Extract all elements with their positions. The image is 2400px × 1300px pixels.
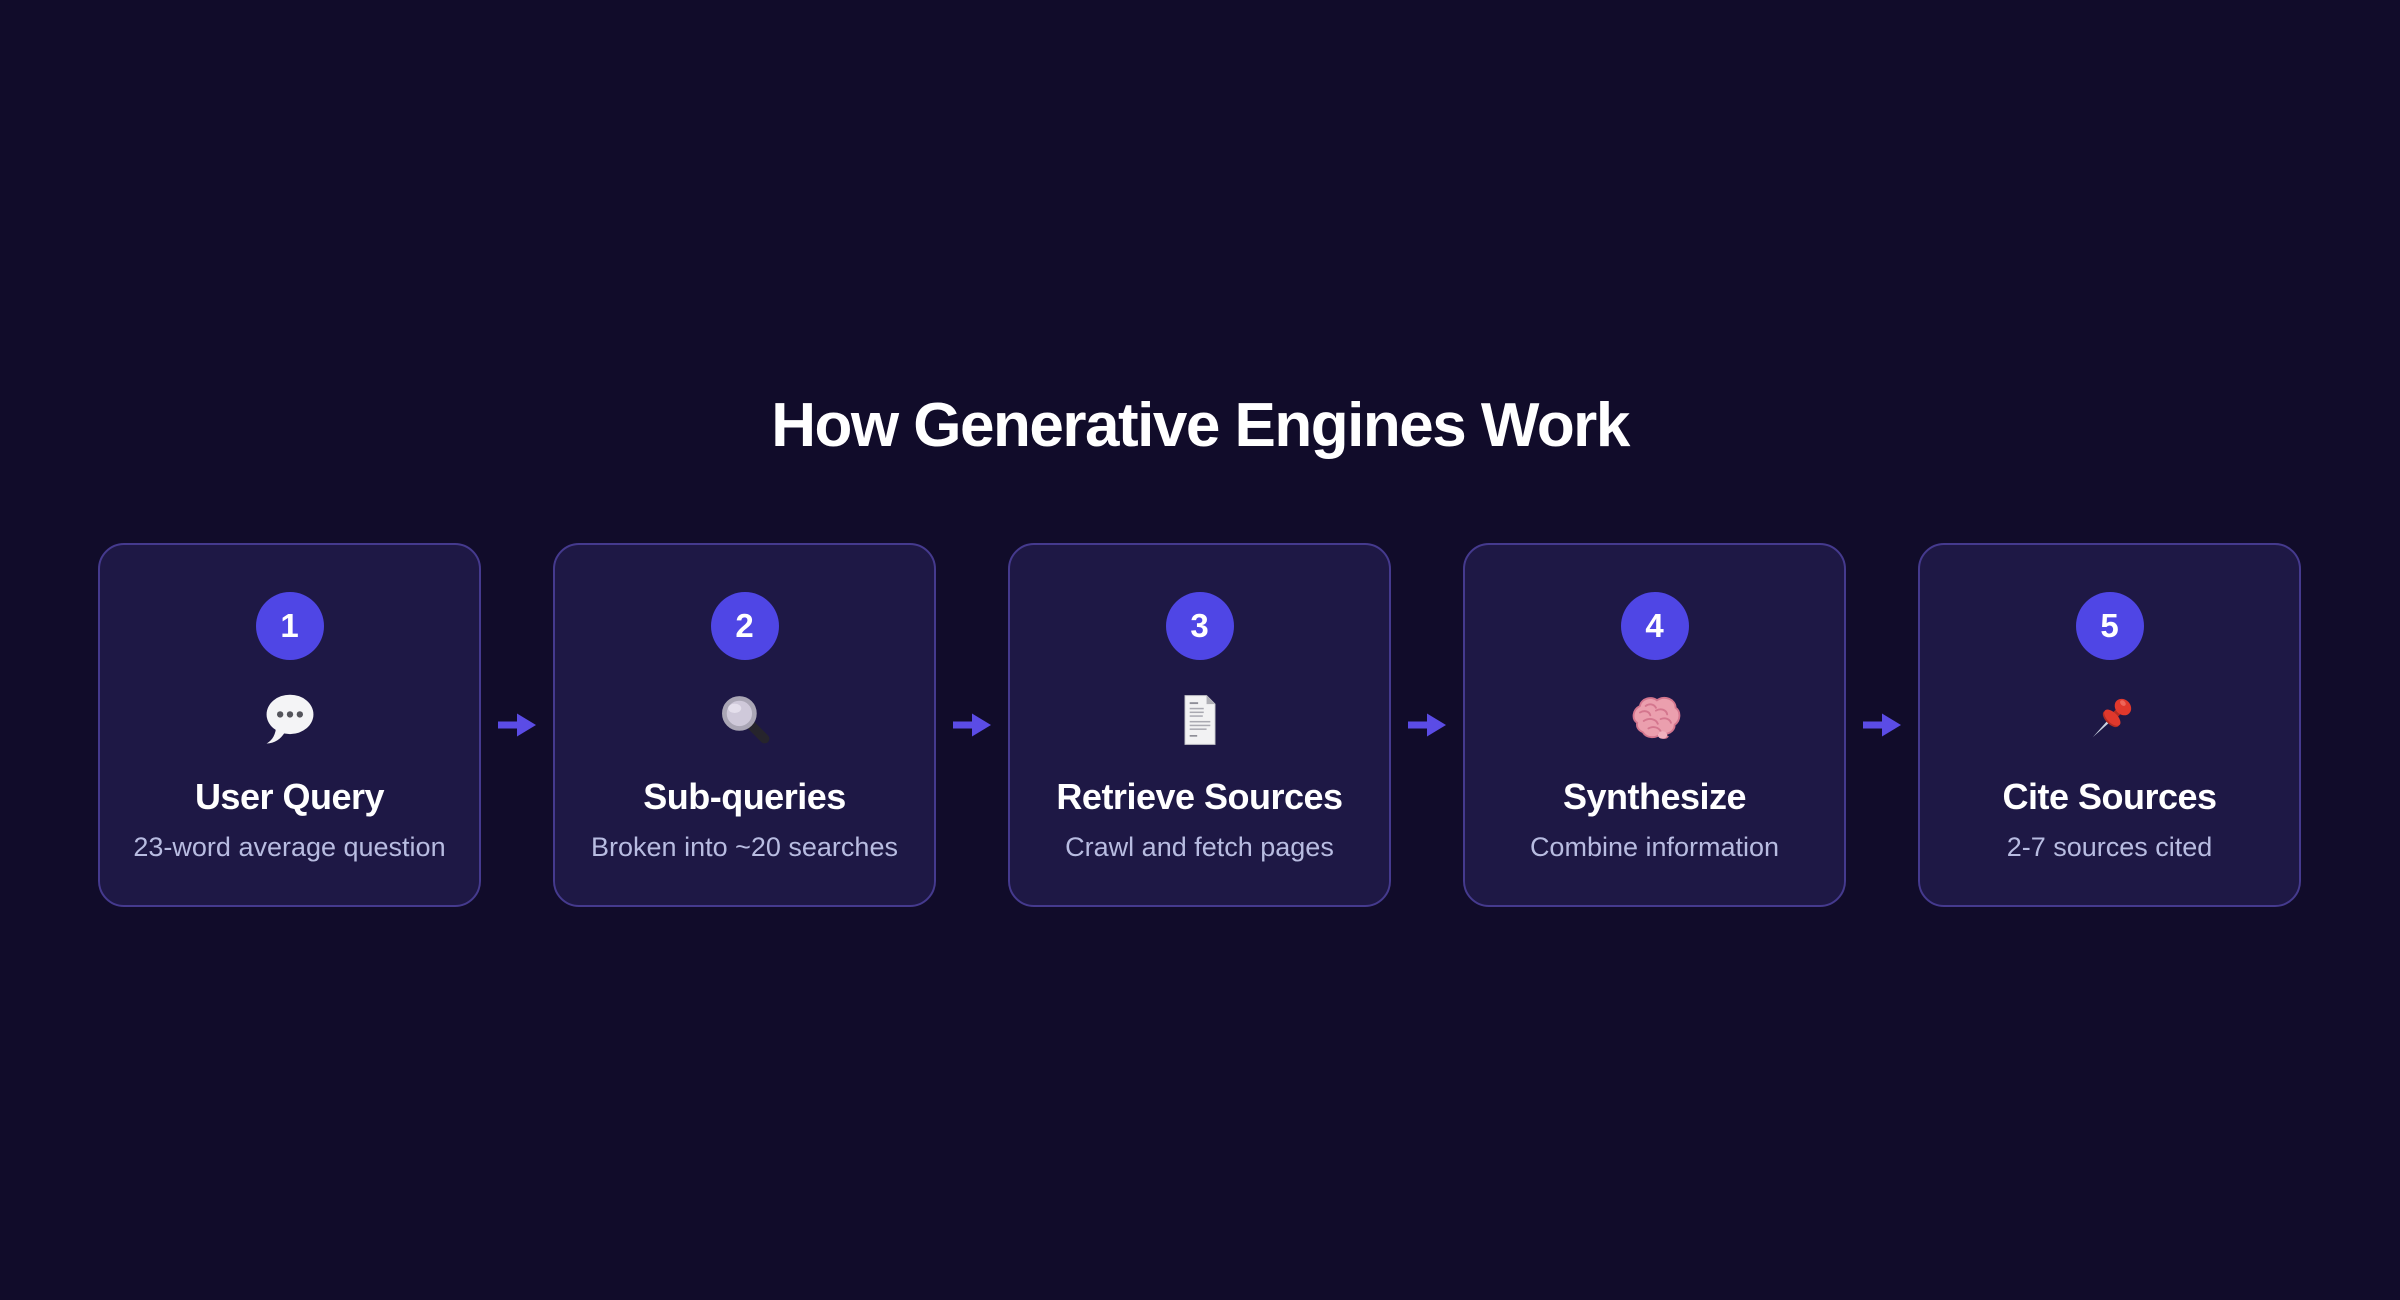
arrow-right-icon xyxy=(1408,713,1446,737)
step-title: Synthesize xyxy=(1562,776,1747,817)
step-card-synthesize: 4 Synthesize Combine information xyxy=(1463,543,1846,907)
steps-row: 1 User Query 23-word average question 2 … xyxy=(98,543,2301,907)
flow-arrow xyxy=(481,710,553,740)
step-subtitle: Combine information xyxy=(1529,832,1780,862)
step-subtitle: 23-word average question xyxy=(133,832,446,862)
step-number-badge: 1 xyxy=(255,592,324,660)
step-number-badge: 5 xyxy=(2075,592,2144,660)
flow-arrow xyxy=(1391,710,1463,740)
arrow-right-icon xyxy=(953,713,991,737)
step-title: Cite Sources xyxy=(2002,776,2217,817)
step-number-badge: 4 xyxy=(1620,592,1689,660)
step-number-badge: 2 xyxy=(710,592,779,660)
step-title: User Query xyxy=(194,776,385,817)
step-card-user-query: 1 User Query 23-word average question xyxy=(98,543,481,907)
magnifying-glass-icon xyxy=(715,690,775,750)
pushpin-icon xyxy=(2080,690,2140,750)
step-subtitle: Crawl and fetch pages xyxy=(1065,832,1334,862)
step-card-sub-queries: 2 Sub-queries Broken into ~20 searches xyxy=(553,543,936,907)
flow-arrow xyxy=(936,710,1008,740)
page-document-icon xyxy=(1170,690,1230,750)
arrow-right-icon xyxy=(498,713,536,737)
step-number-badge: 3 xyxy=(1165,592,1234,660)
step-card-retrieve-sources: 3 Retrieve Sources Crawl and fetch pages xyxy=(1008,543,1391,907)
step-card-cite-sources: 5 Cite Sources 2-7 sources cited xyxy=(1918,543,2301,907)
speech-balloon-icon xyxy=(260,690,320,750)
page-title: How Generative Engines Work xyxy=(771,391,1630,460)
brain-icon xyxy=(1625,690,1685,750)
arrow-right-icon xyxy=(1863,713,1901,737)
flow-arrow xyxy=(1846,710,1918,740)
step-title: Sub-queries xyxy=(643,776,846,817)
step-subtitle: 2-7 sources cited xyxy=(2006,832,2213,862)
step-subtitle: Broken into ~20 searches xyxy=(591,832,898,862)
step-title: Retrieve Sources xyxy=(1056,776,1343,817)
